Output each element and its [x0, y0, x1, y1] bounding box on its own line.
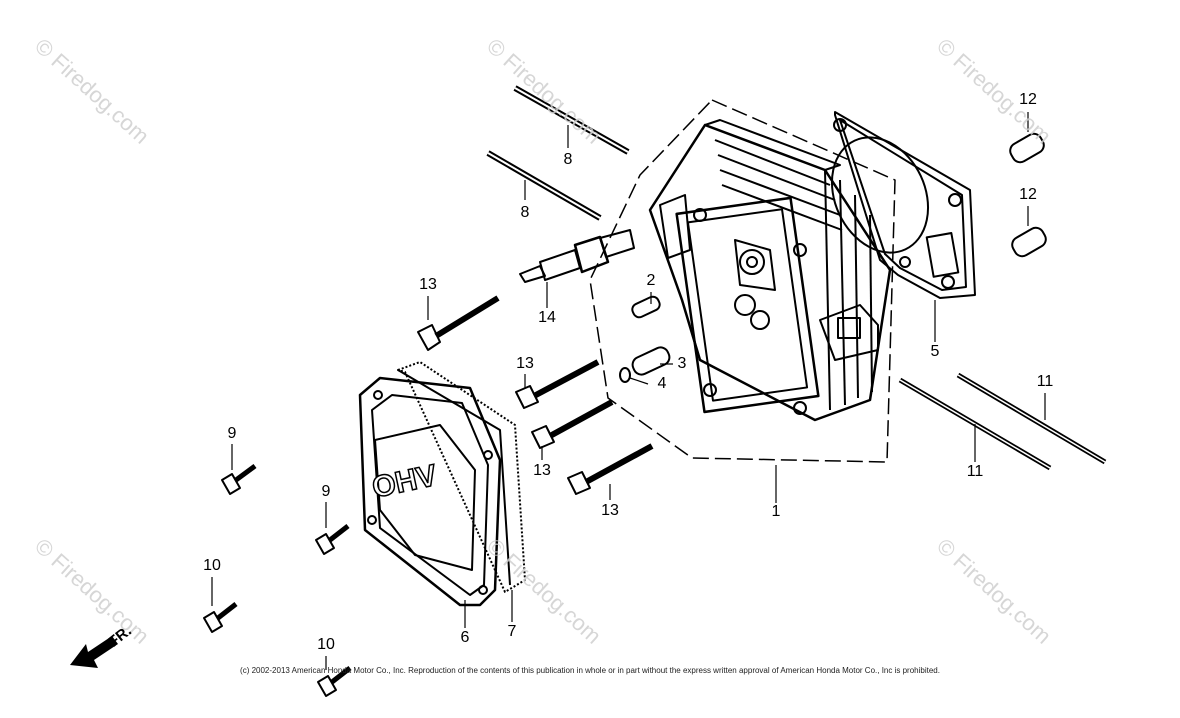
leader-lines — [211, 112, 1046, 670]
callout-label: 10 — [203, 557, 221, 574]
callout-label: 3 — [677, 355, 687, 372]
collar-12-upper — [1009, 132, 1045, 164]
callout-label: 13 — [533, 462, 551, 479]
flange-bolt-13-d — [567, 443, 654, 495]
callout-label: 13 — [601, 502, 619, 519]
o-ring-4 — [619, 367, 631, 383]
stud-bolt-upper — [513, 85, 630, 155]
head-gasket-part — [830, 111, 976, 299]
callout-label: 8 — [520, 204, 530, 221]
callout-label: 13 — [516, 355, 534, 372]
callout-label: 10 — [317, 636, 335, 653]
spark-plug-part — [519, 229, 635, 283]
dowel-pin-2 — [631, 295, 661, 319]
stud-11-b — [956, 372, 1107, 465]
bolt-9-upper — [221, 463, 257, 495]
front-direction-arrow — [70, 636, 118, 668]
callout-label: 12 — [1019, 91, 1037, 108]
callout-label: 4 — [657, 375, 667, 392]
callout-label: 1 — [771, 503, 781, 520]
bolt-10-lower — [317, 666, 352, 697]
copyright-notice: (c) 2002-2013 American Honda Motor Co., … — [240, 666, 940, 675]
stud-bolt-lower — [486, 150, 602, 221]
callout-label: 11 — [966, 463, 984, 480]
callout-label: 8 — [563, 151, 573, 168]
head-cover-part — [358, 376, 502, 607]
cover-gasket-part — [397, 361, 526, 593]
head-assembly-outline — [589, 99, 896, 463]
callout-label: 7 — [507, 623, 517, 640]
callout-label: 9 — [227, 425, 237, 442]
cover-embossed-text: OHV — [369, 459, 439, 505]
callout-label: 11 — [1036, 373, 1054, 390]
callout-label: 6 — [460, 629, 470, 646]
bolt-10-upper — [203, 602, 238, 633]
callout-label: 2 — [646, 272, 656, 289]
callout-label: 9 — [321, 483, 331, 500]
flange-bolt-13-a — [417, 295, 500, 351]
cylinder-head-part — [648, 119, 892, 422]
bolt-9-lower — [315, 524, 350, 555]
callout-label: 12 — [1019, 186, 1037, 203]
callout-label: 13 — [419, 276, 437, 293]
callout-label: 5 — [930, 343, 940, 360]
callout-label: 14 — [538, 309, 556, 326]
collar-12-lower — [1011, 226, 1047, 258]
flange-bolt-13-c — [531, 399, 614, 449]
dowel-pin-3 — [631, 346, 671, 376]
